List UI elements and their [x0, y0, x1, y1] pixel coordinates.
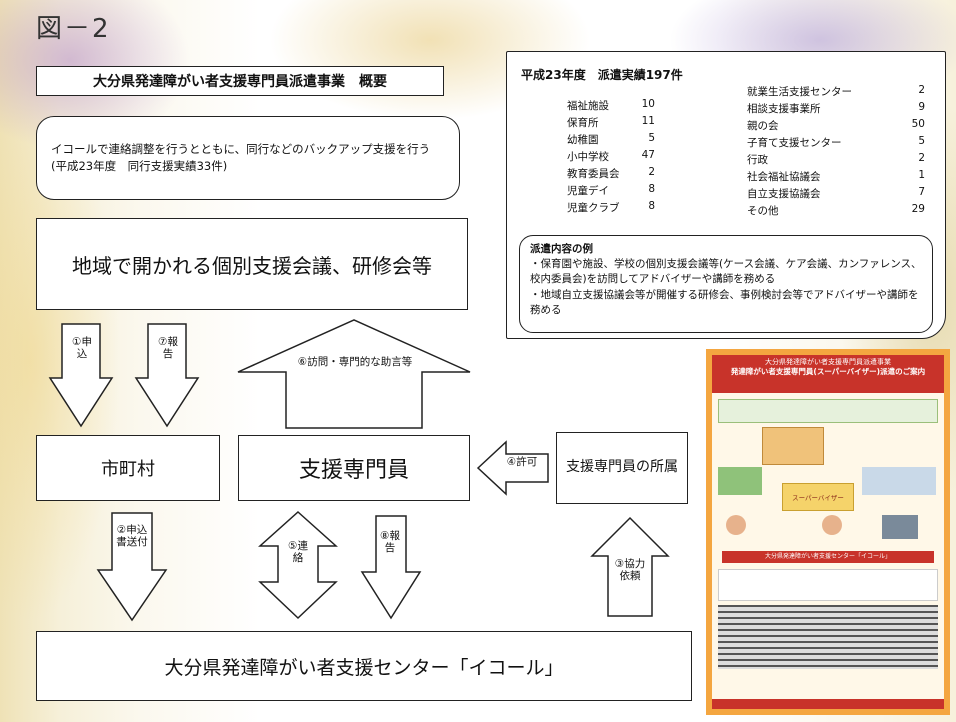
municipality-box: 市町村: [36, 435, 220, 501]
dispatch-item-count: 5: [648, 132, 655, 144]
dispatch-item-count: 2: [648, 166, 655, 178]
dispatch-item-count: 11: [641, 115, 655, 127]
arrow-report2: [360, 515, 422, 620]
dispatch-item-name: 相談支援事業所: [747, 103, 821, 115]
content-line-2: ・地域自立支援協議会等が開催する研修会、事例検討会等でアドバイザーや講師を務める: [530, 288, 919, 316]
support-center-box: 大分県発達障がい者支援センター「イコール」: [36, 631, 692, 701]
arrow-label-apply: ①申込: [72, 336, 92, 361]
flyer-footer: 大分県発達障がい者支援センター「イコール」: [722, 551, 934, 563]
dispatch-item-name: 教育委員会: [567, 168, 620, 180]
dispatch-item-count: 29: [911, 203, 925, 215]
content-line-1: ・保育園や施設、学校の個別支援会議等(ケース会議、ケア会議、カンファレンス、校内…: [530, 258, 922, 286]
arrow-label-permit: ④許可: [506, 456, 538, 468]
diagram-title: 大分県発達障がい者支援専門員派遣事業 概要: [36, 66, 444, 96]
dispatch-item-count: 8: [648, 183, 655, 195]
dispatch-item-name: 就業生活支援センター: [747, 86, 852, 98]
dispatch-item-name: 幼稚園: [567, 134, 599, 146]
flyer-image: 大分県発達障がい者支援専門員派遣事業 発達障がい者支援専門員(スーパーバイザー)…: [706, 349, 950, 715]
arrow-label-apply-doc: ②申込書送付: [116, 524, 148, 549]
dispatch-item-count: 50: [911, 118, 925, 130]
arrow-label-contact: ⑤連絡: [288, 540, 308, 565]
arrow-contact: [258, 510, 338, 620]
specialist-box: 支援専門員: [238, 435, 470, 501]
dispatch-item-name: 社会福祉協議会: [747, 171, 821, 183]
arrow-request: [590, 516, 670, 617]
dispatch-item-count: 8: [648, 200, 655, 212]
arrow-visit: [237, 319, 471, 429]
dispatch-item-name: その他: [747, 205, 779, 217]
dispatch-item-name: 福祉施設: [567, 100, 609, 112]
flyer-title: 発達障がい者支援専門員(スーパーバイザー)派遣のご案内: [730, 367, 926, 377]
flyer-badge: スーパーバイザー: [782, 483, 854, 511]
dispatch-heading: 平成23年度 派遣実績197件: [521, 68, 683, 82]
dispatch-item-name: 児童クラブ: [567, 202, 620, 214]
dispatch-item-name: 児童デイ: [567, 185, 609, 197]
arrow-apply: [48, 323, 114, 428]
dispatch-item-name: 自立支援協議会: [747, 188, 821, 200]
arrow-report1: [134, 323, 200, 428]
dispatch-item-count: 5: [918, 135, 925, 147]
backup-note: イコールで連絡調整を行うとともに、同行などのバックアップ支援を行う(平成23年度…: [36, 116, 460, 200]
dispatch-content-box: 派遣内容の例 ・保育園や施設、学校の個別支援会議等(ケース会議、ケア会議、カンフ…: [519, 235, 933, 333]
dispatch-item-count: 2: [918, 84, 925, 96]
arrow-label-visit: ⑥訪問・専門的な助言等: [297, 356, 413, 368]
dispatch-item-name: 親の会: [747, 120, 779, 132]
dispatch-item-count: 9: [918, 101, 925, 113]
dispatch-item-count: 1: [918, 169, 925, 181]
dispatch-item-name: 行政: [747, 154, 768, 166]
content-heading: 派遣内容の例: [530, 243, 593, 255]
dispatch-item-count: 7: [918, 186, 925, 198]
dispatch-item-count: 47: [641, 149, 655, 161]
affiliation-box: 支援専門員の所属: [556, 432, 688, 504]
arrow-label-report1: ⑦報告: [158, 336, 178, 361]
figure-label: 図－2: [36, 14, 111, 44]
dispatch-record-panel: 平成23年度 派遣実績197件 福祉施設 10 保育所 11 幼稚園 5 小中学校 47 教育委…: [506, 51, 946, 339]
arrow-apply-doc: [96, 512, 168, 622]
dispatch-item-name: 小中学校: [567, 151, 609, 163]
dispatch-item-name: 保育所: [567, 117, 599, 129]
dispatch-item-name: 子育て支援センター: [747, 137, 842, 149]
arrow-label-report2: ⑧報告: [380, 530, 400, 555]
flyer-header: 大分県発達障がい者支援専門員派遣事業: [765, 358, 891, 366]
dispatch-item-count: 2: [918, 152, 925, 164]
meeting-box: 地域で開かれる個別支援会議、研修会等: [36, 218, 468, 310]
dispatch-item-count: 10: [641, 98, 655, 110]
arrow-label-request: ③協力依頼: [614, 558, 646, 583]
arrow-permit: [476, 440, 549, 496]
